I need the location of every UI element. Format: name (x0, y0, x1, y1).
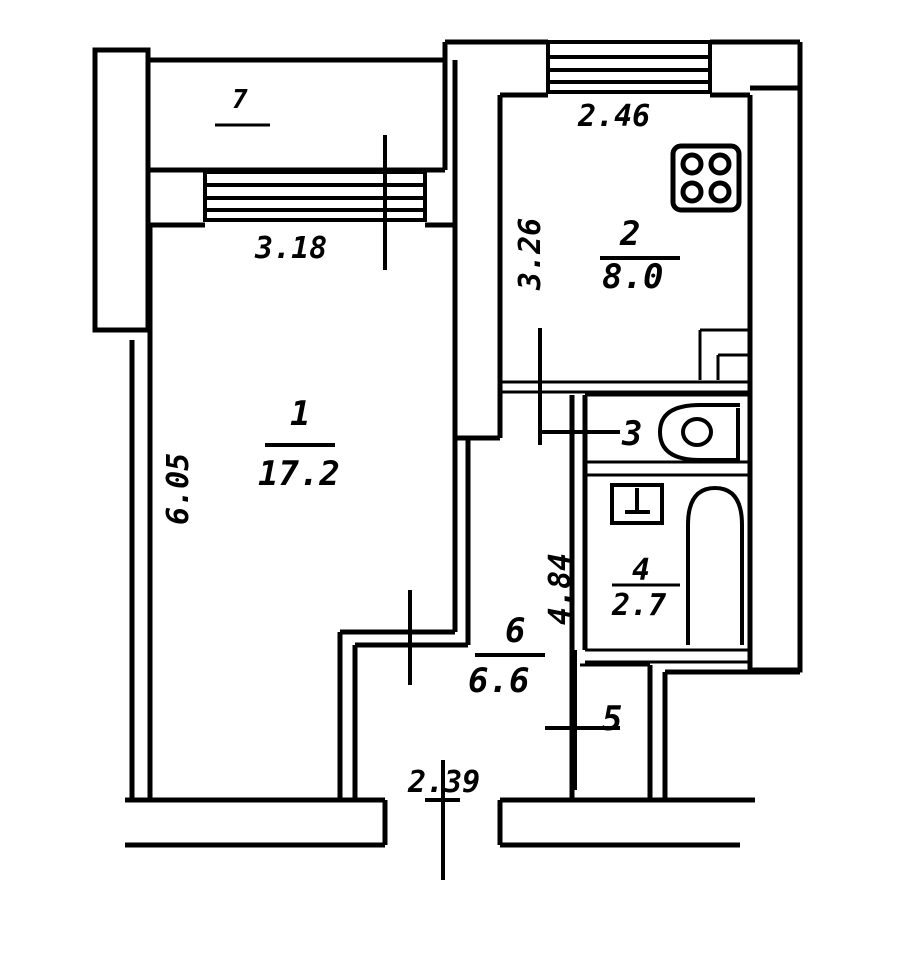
room-2-number: 2 (619, 214, 640, 254)
sink-icon (610, 483, 664, 525)
room-1-area: 17.2 (258, 454, 340, 494)
room-3-number: 3 (621, 414, 642, 454)
dim-corridor-bottom: 2.39 (407, 765, 480, 800)
room-labels: 7 1 17.2 2 8.0 3 4 2.7 5 6 6.6 (215, 85, 680, 739)
room-6-area: 6.6 (468, 661, 529, 701)
room-5-number: 5 (602, 699, 622, 739)
room-1-number: 1 (290, 394, 310, 434)
interior-walls (337, 328, 800, 800)
room-2-area: 8.0 (602, 257, 663, 297)
toilet-icon (657, 403, 740, 462)
room-4-number: 4 (632, 553, 650, 588)
bathtub-icon (686, 485, 744, 645)
windows (203, 40, 712, 222)
dim-room1-left: 6.05 (161, 453, 196, 525)
dim-room1-top: 3.18 (254, 231, 327, 266)
dimension-lines (383, 135, 620, 880)
dimension-labels: 3.18 2.46 2.39 6.05 3.26 4.84 (161, 99, 650, 800)
dim-kitchen-top: 2.46 (577, 99, 650, 134)
room-7-number: 7 (232, 85, 248, 115)
room-6-number: 6 (505, 611, 525, 651)
dim-corridor-right: 4.84 (543, 553, 578, 625)
stove-icon (670, 143, 742, 213)
room-4-area: 2.7 (611, 588, 666, 623)
dim-kitchen-left: 3.26 (513, 218, 548, 291)
